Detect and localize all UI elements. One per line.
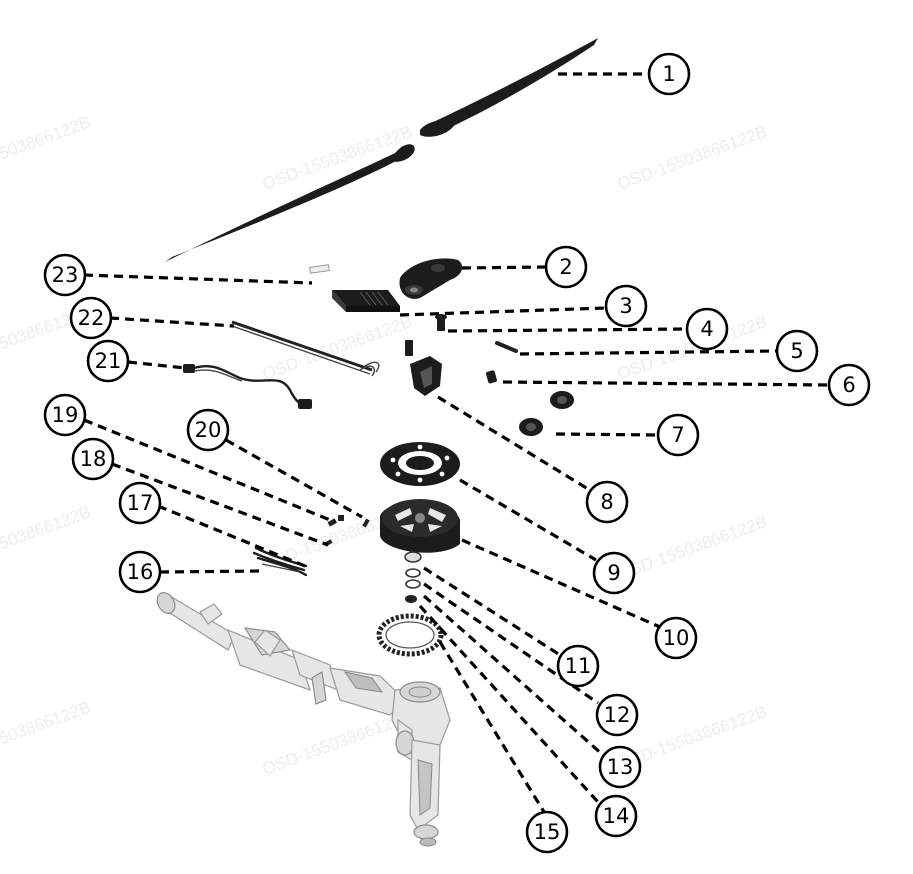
motor-bell xyxy=(380,499,460,553)
callout-7: 7 xyxy=(656,413,700,457)
signal-cable xyxy=(183,364,312,409)
callout-label: 19 xyxy=(52,403,79,427)
watermark: OSD-15503866122B xyxy=(0,502,93,574)
leader-19 xyxy=(83,418,336,524)
folding-hub xyxy=(405,340,442,396)
callout-22: 22 xyxy=(69,296,113,340)
callout-label: 7 xyxy=(671,423,684,447)
leader-7 xyxy=(555,432,658,437)
leader-21 xyxy=(127,360,186,370)
callout-label: 17 xyxy=(127,491,154,515)
watermark: OSD-15503866122B xyxy=(615,512,770,584)
callout-11: 11 xyxy=(556,644,600,688)
callout-label: 12 xyxy=(604,703,631,727)
callout-label: 8 xyxy=(600,490,613,514)
leader-11 xyxy=(423,566,561,657)
callout-label: 23 xyxy=(52,263,79,287)
callout-label: 15 xyxy=(534,820,561,844)
leader-18 xyxy=(111,462,329,547)
callout-6: 6 xyxy=(827,363,871,407)
callouts: 1 2 3 4 5 6 7 8 9 10 11 12 13 14 15 16 1… xyxy=(43,52,871,854)
leader-17 xyxy=(157,504,311,570)
motor-cap xyxy=(380,442,460,486)
leader-6 xyxy=(502,380,829,387)
callout-label: 9 xyxy=(607,561,620,585)
foam-pad xyxy=(309,264,330,274)
callout-21: 21 xyxy=(86,339,130,383)
watermark: OSD-15503866122B xyxy=(260,707,415,779)
set-screw xyxy=(486,370,497,384)
callout-2: 2 xyxy=(544,245,588,289)
washer-stack xyxy=(404,551,422,603)
screw xyxy=(435,314,447,331)
callout-label: 1 xyxy=(662,62,675,86)
callout-17: 17 xyxy=(118,481,162,525)
callout-label: 2 xyxy=(559,255,572,279)
leader-14 xyxy=(418,604,600,804)
propeller-blades xyxy=(165,38,598,262)
callout-12: 12 xyxy=(595,693,639,737)
leader-lines xyxy=(83,72,829,813)
callout-1: 1 xyxy=(647,52,691,96)
callout-label: 16 xyxy=(127,560,154,584)
leader-20 xyxy=(225,438,363,519)
leader-4 xyxy=(447,327,687,333)
bushings xyxy=(519,391,574,436)
watermark: OSD-15503866122B xyxy=(615,122,770,194)
callout-label: 22 xyxy=(78,306,105,330)
callout-18: 18 xyxy=(71,437,115,481)
leader-15 xyxy=(438,641,546,813)
callout-label: 11 xyxy=(565,654,592,678)
callout-15: 15 xyxy=(525,810,569,854)
leader-13 xyxy=(422,594,605,757)
leader-10 xyxy=(461,538,661,629)
arm-assembly xyxy=(156,592,451,847)
callout-label: 18 xyxy=(80,447,107,471)
callout-label: 13 xyxy=(607,755,634,779)
callout-label: 20 xyxy=(195,418,222,442)
watermarks: OSD-15503866122B OSD-15503866122B OSD-15… xyxy=(0,112,770,778)
leader-9 xyxy=(459,478,597,562)
callout-label: 10 xyxy=(663,626,690,650)
callout-label: 3 xyxy=(619,294,632,318)
callout-20: 20 xyxy=(186,408,230,452)
callout-19: 19 xyxy=(43,393,87,437)
callout-label: 21 xyxy=(95,349,122,373)
leader-2 xyxy=(461,265,546,270)
leader-12 xyxy=(423,582,599,705)
callout-16: 16 xyxy=(118,550,162,594)
leader-3 xyxy=(399,306,606,317)
callout-label: 4 xyxy=(700,317,713,341)
callout-23: 23 xyxy=(43,253,87,297)
callout-10: 10 xyxy=(654,616,698,660)
leader-16 xyxy=(159,569,263,574)
callout-label: 6 xyxy=(842,373,855,397)
leader-5 xyxy=(519,349,777,356)
callout-label: 14 xyxy=(603,804,630,828)
pin xyxy=(495,341,518,353)
callout-4: 4 xyxy=(685,307,729,351)
watermark: OSD-15503866122B xyxy=(0,697,93,769)
callout-label: 5 xyxy=(790,339,803,363)
blade-clamp xyxy=(399,258,463,299)
leader-23 xyxy=(83,273,313,285)
callout-14: 14 xyxy=(594,794,638,838)
callout-5: 5 xyxy=(775,329,819,373)
callout-9: 9 xyxy=(592,551,636,595)
rod xyxy=(231,320,380,377)
magnet-ring xyxy=(376,613,444,657)
leader-8 xyxy=(437,395,589,491)
esc-module xyxy=(332,290,400,312)
callout-13: 13 xyxy=(598,745,642,789)
watermark: OSD-15503866122B xyxy=(260,312,415,384)
watermark: OSD-15503866122B xyxy=(0,112,93,184)
callout-3: 3 xyxy=(604,284,648,328)
callout-8: 8 xyxy=(585,480,629,524)
leader-22 xyxy=(109,316,235,328)
